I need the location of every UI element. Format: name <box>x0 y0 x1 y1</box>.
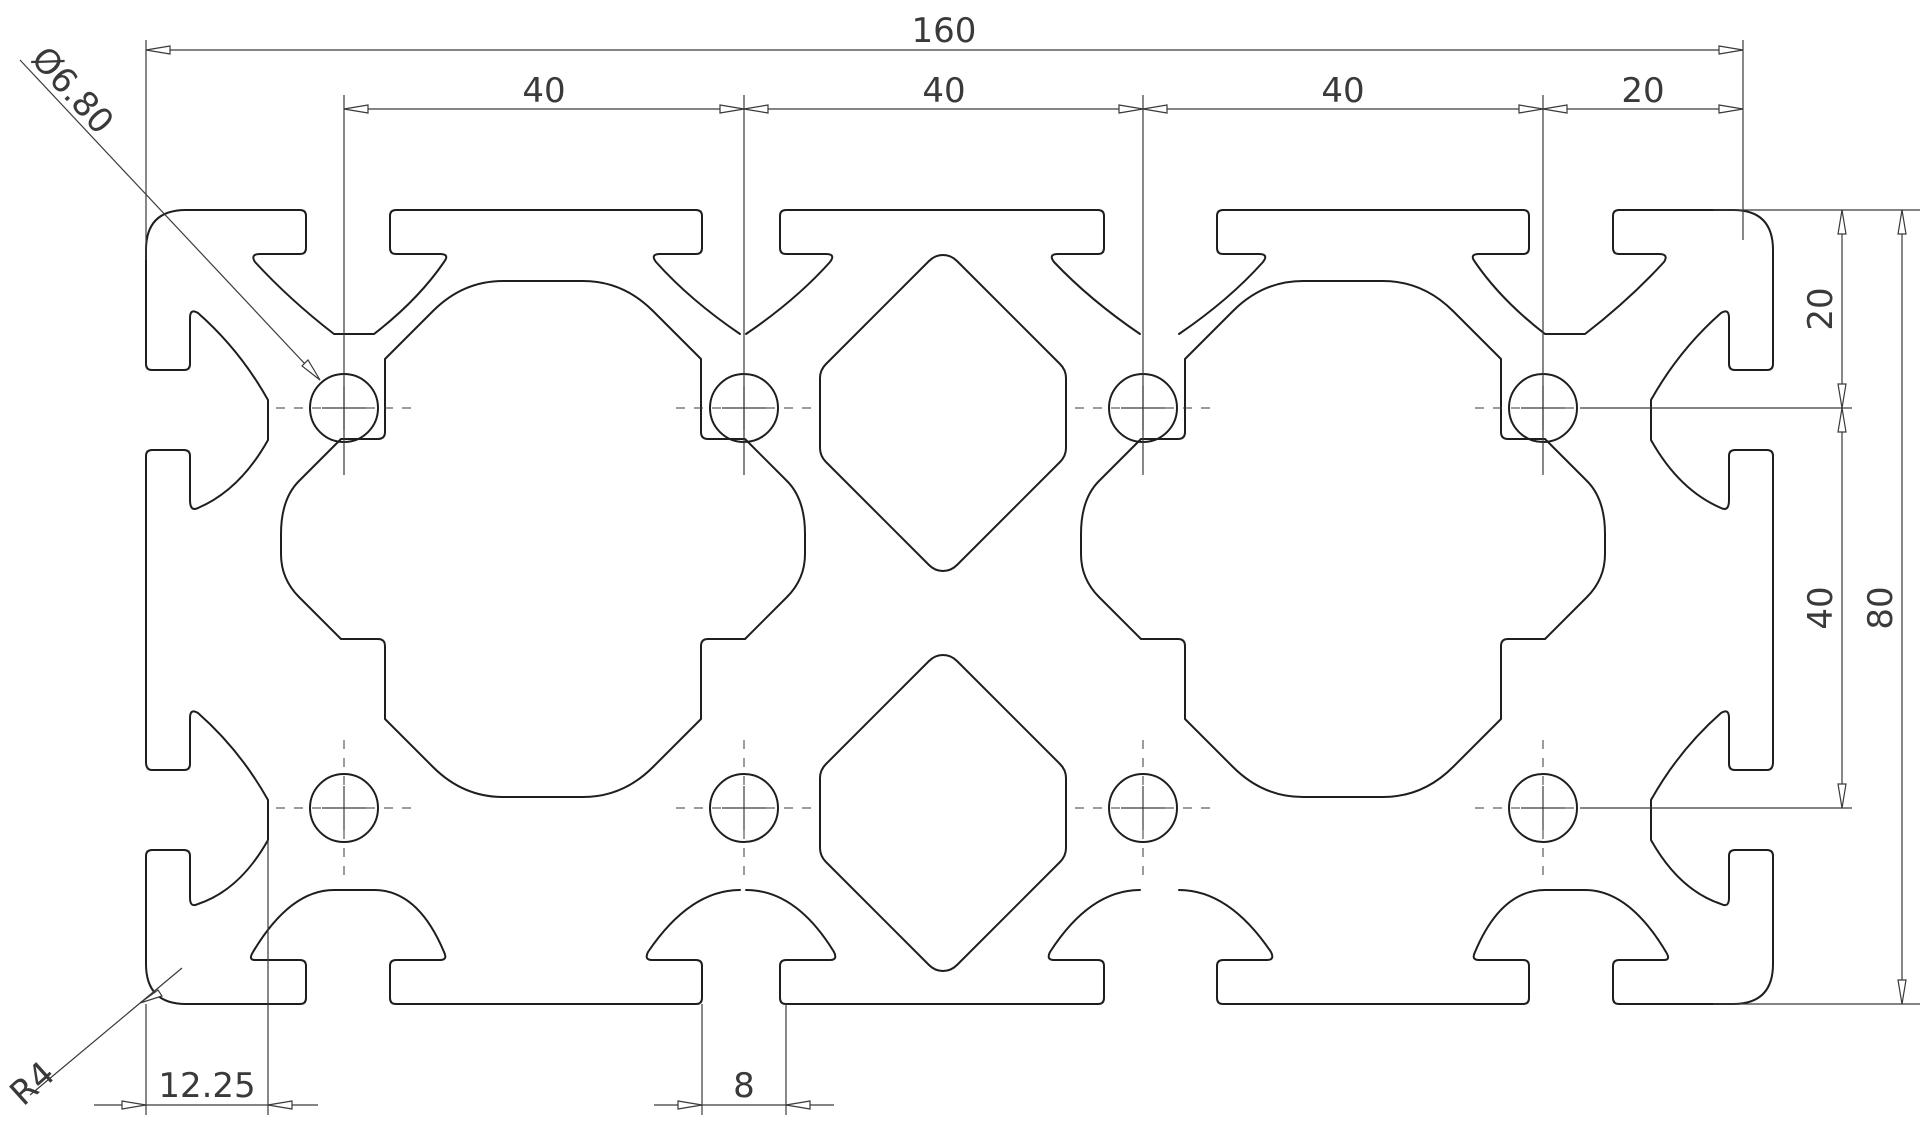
dim-corner-radius: R4 <box>2 1054 62 1114</box>
profile-outline <box>145 209 1774 1005</box>
dimension-slot-depth: 12.25 <box>94 840 318 1115</box>
dim-overall-height: 80 <box>1861 586 1901 629</box>
dimensions-right: 20 40 80 <box>1580 209 1920 1005</box>
dimensions-top: 160 40 40 40 20 <box>145 11 1744 475</box>
dimension-slot-width: 8 <box>654 1004 834 1115</box>
dim-pitch-3: 40 <box>1321 71 1364 111</box>
dim-slot-width: 8 <box>733 1066 755 1106</box>
dim-overall-width: 160 <box>912 11 977 51</box>
center-holes <box>275 339 1612 877</box>
cavity-diamond-bottom <box>819 654 1067 972</box>
cavity-left <box>280 280 806 798</box>
cavity-diamond-top <box>819 254 1067 572</box>
cavity-right <box>1080 280 1606 798</box>
dim-vertical-offset: 20 <box>1801 287 1841 330</box>
dim-pitch-1: 40 <box>522 71 565 111</box>
dim-end-offset: 20 <box>1621 71 1664 111</box>
dim-pitch-2: 40 <box>922 71 965 111</box>
dimension-corner-radius: R4 <box>2 967 183 1114</box>
dim-vertical-pitch: 40 <box>1801 586 1841 629</box>
dim-slot-depth: 12.25 <box>158 1066 255 1106</box>
dim-hole-diameter: Ø6.80 <box>23 39 121 142</box>
